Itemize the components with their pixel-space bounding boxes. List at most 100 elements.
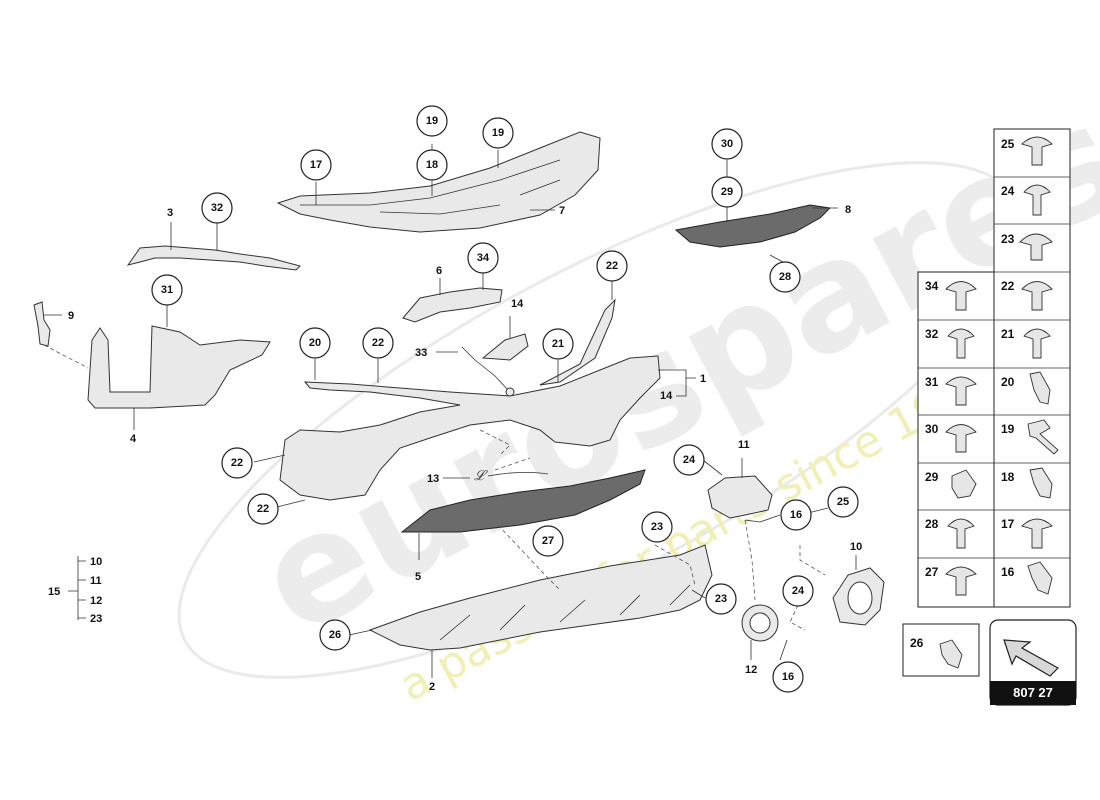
group-15-item-10[interactable]: 10 (90, 556, 102, 568)
callout-23[interactable]: 23 (705, 583, 737, 615)
callout-22[interactable]: 22 (247, 493, 279, 525)
svg-text:23: 23 (1001, 232, 1015, 246)
callout-17[interactable]: 17 (300, 149, 332, 181)
diagram-number: 807 27 (1013, 685, 1053, 700)
svg-text:21: 21 (1001, 327, 1015, 341)
label-33[interactable]: 33 (415, 347, 427, 359)
fastener-22[interactable]: 22 (1001, 279, 1053, 311)
svg-text:28: 28 (925, 517, 939, 531)
label-10[interactable]: 10 (850, 541, 862, 553)
label-9[interactable]: 9 (68, 310, 74, 322)
fastener-table: 25 24 23 22 21 20 19 18 (917, 128, 1071, 608)
label-5[interactable]: 5 (415, 571, 421, 583)
fastener-26-box[interactable]: 26 (902, 623, 980, 677)
label-11[interactable]: 11 (738, 439, 750, 451)
label-14b[interactable]: 14 (660, 390, 673, 402)
callout-18[interactable]: 18 (416, 149, 448, 181)
fastener-24[interactable]: 24 (1001, 184, 1051, 216)
part-10-ring[interactable] (832, 567, 885, 626)
part-1-bumper[interactable] (279, 298, 661, 501)
fastener-28[interactable]: 28 (925, 517, 975, 549)
svg-text:25: 25 (837, 496, 849, 508)
fastener-34[interactable]: 34 (925, 279, 977, 311)
callout-25[interactable]: 25 (827, 486, 859, 518)
svg-text:34: 34 (925, 279, 939, 293)
fastener-29[interactable]: 29 (925, 469, 977, 499)
label-14[interactable]: 14 (511, 298, 524, 310)
callout-24[interactable]: 24 (673, 444, 705, 476)
svg-text:17: 17 (310, 159, 322, 171)
part-8-grille[interactable] (674, 204, 832, 248)
svg-text:22: 22 (606, 260, 618, 272)
part-7-upper-cover[interactable] (276, 131, 601, 233)
group-15-label[interactable]: 15 (48, 586, 60, 598)
svg-text:27: 27 (925, 565, 939, 579)
part-14-clip[interactable] (481, 333, 529, 361)
callout-16[interactable]: 16 (780, 499, 812, 531)
fastener-18[interactable]: 18 (1001, 467, 1053, 499)
fastener-31[interactable]: 31 (925, 375, 977, 406)
fastener-23[interactable]: 23 (1001, 232, 1053, 261)
callout-27[interactable]: 27 (532, 525, 564, 557)
fastener-27[interactable]: 27 (925, 565, 977, 596)
svg-text:16: 16 (790, 509, 802, 521)
group-15-item-23[interactable]: 23 (90, 613, 102, 625)
part-2-diffuser[interactable] (368, 544, 713, 651)
callout-29[interactable]: 29 (711, 176, 743, 208)
callout-20[interactable]: 20 (299, 327, 331, 359)
part-12-ring[interactable] (741, 604, 779, 642)
callout-22[interactable]: 22 (362, 327, 394, 359)
part-3-bracket[interactable] (126, 245, 301, 271)
callout-34[interactable]: 34 (467, 242, 499, 274)
callout-26[interactable]: 26 (319, 619, 351, 651)
callout-22[interactable]: 22 (596, 250, 628, 282)
svg-text:29: 29 (925, 470, 939, 484)
label-4[interactable]: 4 (130, 433, 137, 445)
fastener-32[interactable]: 32 (925, 327, 975, 359)
fastener-19[interactable]: 19 (1001, 419, 1059, 455)
part-6-strip[interactable] (402, 287, 503, 323)
callout-16[interactable]: 16 (772, 661, 804, 693)
group-15-item-12[interactable]: 12 (90, 595, 102, 607)
label-1[interactable]: 1 (700, 373, 706, 385)
part-9-bracket[interactable] (33, 301, 51, 347)
svg-text:31: 31 (161, 284, 173, 296)
part-5-grille[interactable] (400, 469, 646, 533)
fastener-16[interactable]: 16 (1001, 561, 1053, 595)
svg-text:16: 16 (1001, 565, 1015, 579)
svg-text:17: 17 (1001, 517, 1015, 531)
callout-23[interactable]: 23 (641, 511, 673, 543)
callout-19[interactable]: 19 (482, 117, 514, 149)
fastener-30[interactable]: 30 (925, 422, 977, 453)
callout-24[interactable]: 24 (782, 575, 814, 607)
fastener-17[interactable]: 17 (1001, 517, 1053, 549)
svg-text:18: 18 (426, 159, 438, 171)
callout-32[interactable]: 32 (201, 192, 233, 224)
label-6[interactable]: 6 (436, 265, 442, 277)
svg-text:16: 16 (782, 671, 794, 683)
part-4-trim[interactable] (87, 325, 271, 409)
fastener-20[interactable]: 20 (1001, 371, 1051, 405)
group-15-item-11[interactable]: 11 (90, 575, 102, 587)
label-7[interactable]: 7 (559, 205, 565, 217)
part-11-housing[interactable] (707, 475, 773, 519)
label-3[interactable]: 3 (167, 207, 173, 219)
label-8[interactable]: 8 (845, 204, 851, 216)
svg-text:30: 30 (721, 138, 733, 150)
callout-30[interactable]: 30 (711, 128, 743, 160)
svg-text:22: 22 (257, 503, 269, 515)
label-12[interactable]: 12 (745, 664, 757, 676)
callout-28[interactable]: 28 (769, 261, 801, 293)
callout-22[interactable]: 22 (221, 447, 253, 479)
callout-31[interactable]: 31 (151, 274, 183, 306)
callout-21[interactable]: 21 (542, 328, 574, 360)
svg-text:19: 19 (492, 127, 504, 139)
svg-text:18: 18 (1001, 470, 1015, 484)
fastener-21[interactable]: 21 (1001, 327, 1051, 359)
callout-19[interactable]: 19 (416, 105, 448, 137)
fastener-25[interactable]: 25 (1001, 136, 1053, 166)
svg-text:19: 19 (1001, 422, 1015, 436)
label-2[interactable]: 2 (429, 681, 435, 693)
label-13[interactable]: 13 (427, 473, 439, 485)
svg-text:30: 30 (925, 422, 939, 436)
